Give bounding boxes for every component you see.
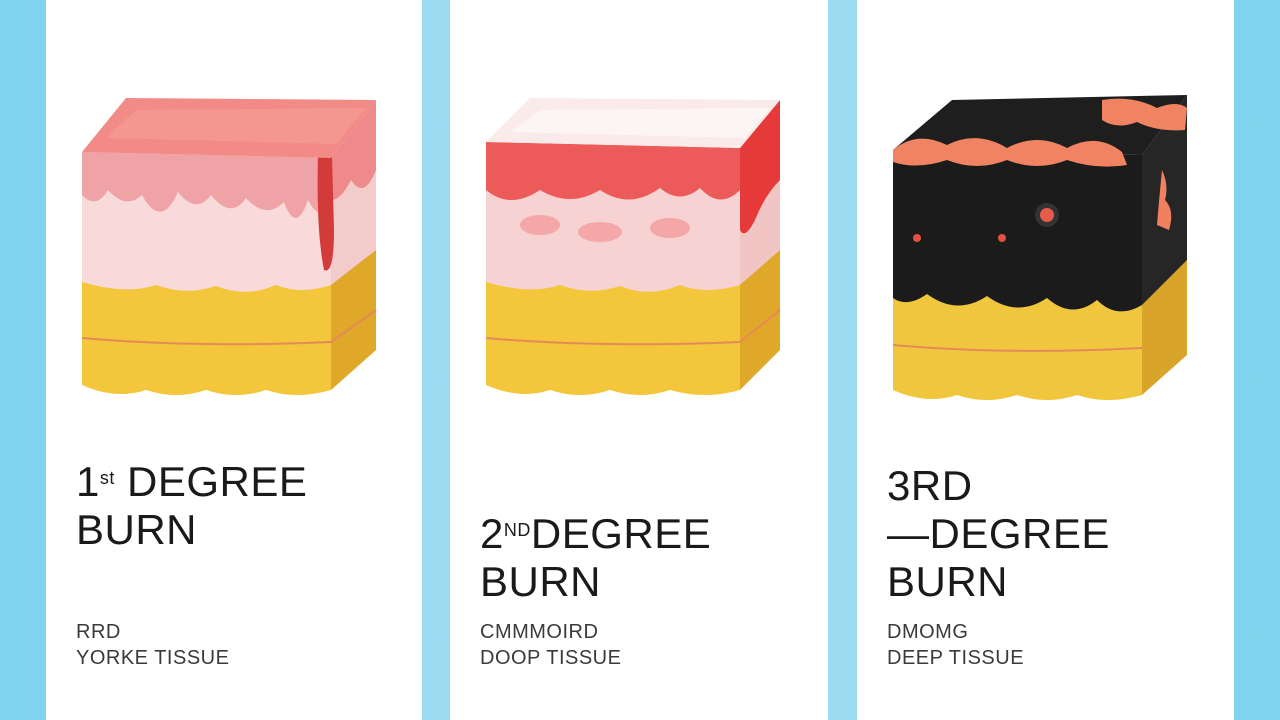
second-degree-skin-illustration — [450, 60, 828, 420]
first-degree-panel: 1st DEGREE BURN RRD YORKE TISSUE — [46, 0, 422, 720]
first-degree-skin-illustration — [46, 60, 422, 420]
second-degree-title: 2NDDEGREE BURN — [480, 510, 712, 605]
third-degree-panel: 3RD —DEGREE BURN DMOMG DEEP TISSUE — [857, 0, 1234, 720]
second-degree-panel: 2NDDEGREE BURN CMMMOIRD DOOP TISSUE — [450, 0, 828, 720]
first-degree-title: 1st DEGREE BURN — [76, 458, 308, 553]
third-degree-subtitle: DMOMG DEEP TISSUE — [887, 621, 1025, 669]
second-degree-subtitle: CMMMOIRD DOOP TISSUE — [480, 621, 622, 669]
first-degree-subtitle: RRD YORKE TISSUE — [76, 621, 230, 669]
third-degree-title: 3RD —DEGREE BURN — [887, 462, 1110, 605]
third-degree-skin-illustration — [857, 60, 1234, 420]
